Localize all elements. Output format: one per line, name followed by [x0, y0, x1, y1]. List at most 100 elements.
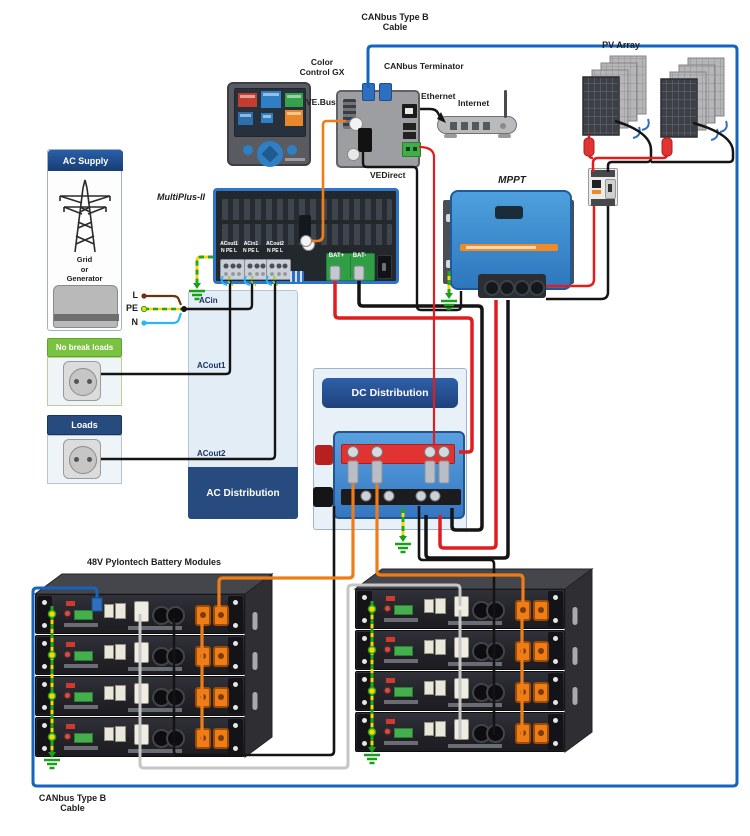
status-led-icon	[386, 596, 395, 601]
negative-connector-icon	[486, 683, 505, 702]
vedirect-label: VEDirect	[370, 170, 406, 180]
console-port-icon	[104, 727, 114, 741]
acout2-terminal-label: ACout2	[266, 241, 284, 247]
alarm-led-icon	[65, 693, 70, 698]
model-text	[128, 626, 182, 630]
link-cable-connector-icon	[454, 719, 469, 740]
router-foot	[498, 134, 511, 138]
led-caption	[384, 659, 418, 663]
acout1-label: ACout1	[197, 361, 226, 370]
soc-led-bar-icon	[394, 728, 413, 738]
model-text	[448, 703, 502, 707]
link-port-icon	[115, 644, 126, 660]
phase-l-label: L	[132, 290, 139, 300]
alarm-led-icon	[65, 652, 70, 657]
transmission-tower-icon	[59, 179, 111, 253]
led-caption	[64, 664, 98, 668]
mppt-display	[495, 206, 523, 219]
red-cap	[315, 445, 333, 465]
acin-terminal-label: ACin1	[243, 241, 259, 247]
positive-connector-icon	[515, 723, 531, 744]
rack-ear	[228, 719, 243, 755]
power-in-terminal	[402, 142, 421, 157]
canbus-port-icon	[362, 83, 375, 101]
alarm-led-icon	[385, 647, 390, 652]
negative-connector-icon	[166, 688, 185, 707]
console-port-icon	[424, 722, 434, 736]
console-port-icon	[424, 599, 434, 613]
negative-connector-icon	[166, 647, 185, 666]
link-port-icon	[115, 603, 126, 619]
ac-supply-title: AC Supply	[62, 155, 109, 166]
model-text	[448, 662, 502, 666]
battery-module	[355, 671, 565, 711]
router-led	[500, 123, 506, 129]
status-led-icon	[66, 724, 75, 729]
ve-bus-label: VE.Bus	[306, 97, 336, 107]
status-led-icon	[66, 642, 75, 647]
acout1-terminal-label: ACout1	[220, 241, 238, 247]
mppt-charge-controller	[443, 186, 575, 302]
breaker-lever[interactable]	[605, 179, 616, 199]
screen-tile	[238, 93, 257, 107]
ac-distribution-title: AC Distribution	[206, 487, 280, 499]
battery-module	[35, 717, 245, 757]
color-control-gx	[227, 82, 311, 167]
model-text	[448, 744, 502, 748]
rack-ear	[37, 596, 52, 632]
bat-plus-label: BAT+	[328, 253, 345, 259]
canbus-top-line2: Cable	[382, 22, 408, 33]
rack-ear	[228, 637, 243, 673]
rack-ear	[37, 719, 52, 755]
breaker-window	[592, 180, 601, 188]
relay-port-icon	[347, 148, 360, 161]
gx-button[interactable]	[287, 145, 297, 155]
link-port-icon	[115, 685, 126, 701]
gx-button[interactable]	[243, 145, 253, 155]
router-antenna-icon	[504, 90, 507, 118]
mppt-terminal-block	[478, 274, 546, 298]
status-led-icon	[66, 601, 75, 606]
status-led-icon	[386, 678, 395, 683]
rack-ear	[357, 673, 372, 709]
soc-led-bar-icon	[74, 733, 93, 743]
alarm-led-icon	[385, 688, 390, 693]
positive-connector-icon	[195, 605, 211, 626]
battery-module	[355, 712, 565, 752]
dc-distribution-header: DC Distribution	[322, 378, 458, 408]
positive-connector-icon	[515, 682, 531, 703]
positive-connector-icon	[515, 600, 531, 621]
pins-label: N PE L	[242, 248, 260, 254]
positive-connector-icon	[195, 728, 211, 749]
link-cable-connector-icon	[454, 596, 469, 617]
rack-ear	[548, 591, 563, 627]
canbus-bottom-line2: Cable	[60, 803, 85, 814]
rack-ear	[37, 678, 52, 714]
screen-tile	[285, 93, 303, 107]
alarm-led-icon	[65, 734, 70, 739]
console-port-icon	[104, 686, 114, 700]
rack-ear	[548, 632, 563, 668]
ve-bus-port	[302, 238, 315, 251]
rack-ear	[548, 714, 563, 750]
grid-label: Grid	[76, 255, 93, 264]
breaker-indicator	[592, 190, 601, 194]
console-port-icon	[424, 640, 434, 654]
soc-led-bar-icon	[74, 692, 93, 702]
model-text	[128, 708, 182, 712]
rack-ear	[548, 673, 563, 709]
link-cable-connector-icon	[134, 683, 149, 704]
ac-distribution-footer: AC Distribution	[188, 467, 298, 519]
no-break-loads-header: No break loads	[47, 338, 122, 357]
rack-ear	[357, 632, 372, 668]
negative-connector-icon	[166, 606, 185, 625]
link-cable-connector-icon	[454, 678, 469, 699]
gx-screen	[234, 88, 306, 137]
canbus-terminator-label: CANbus Terminator	[384, 61, 464, 71]
led-caption	[384, 741, 418, 745]
led-caption	[384, 700, 418, 704]
rack-ear	[228, 678, 243, 714]
color-control-gx-label: Color Control GX	[288, 57, 356, 78]
gx-dpad[interactable]	[257, 141, 283, 167]
loads-header: Loads	[47, 415, 122, 435]
